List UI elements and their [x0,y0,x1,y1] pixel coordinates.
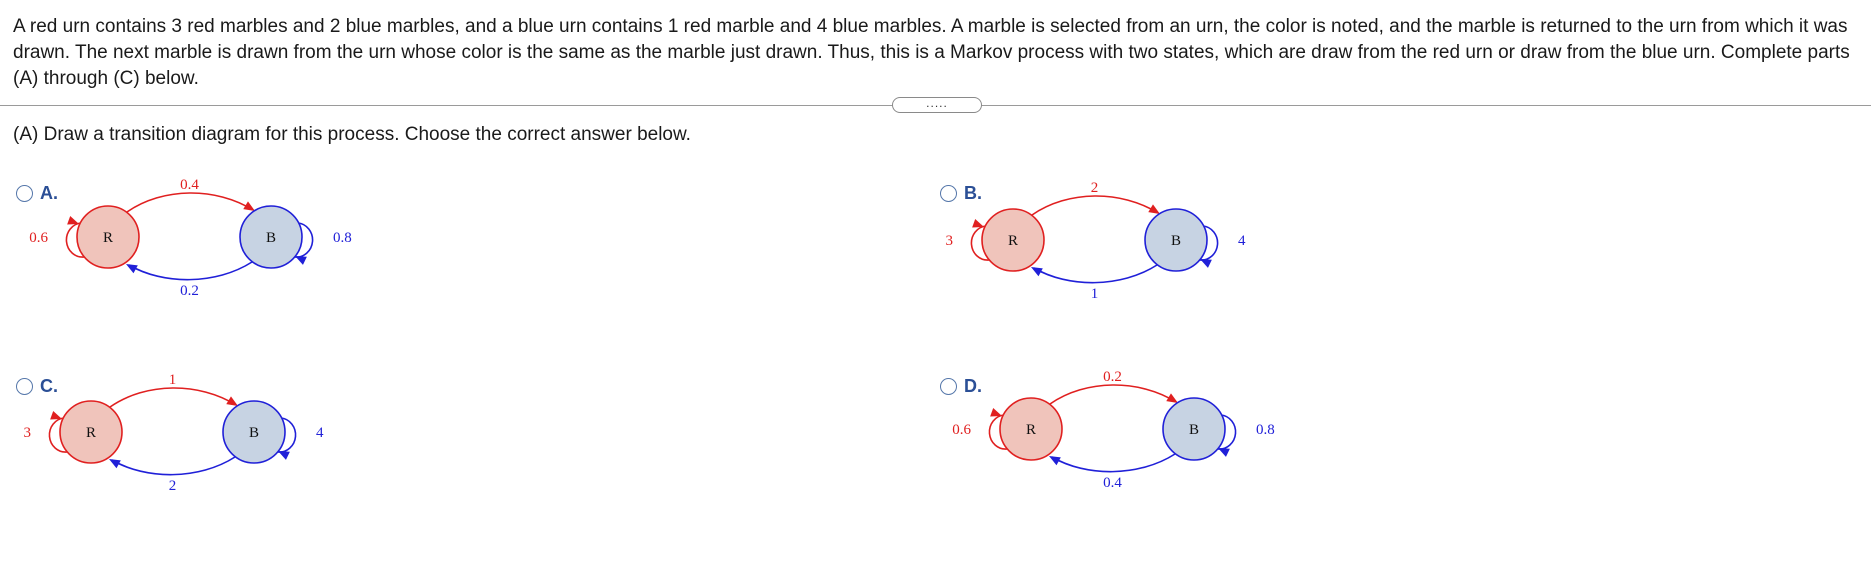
self-loop-r-label: 0.6 [29,230,48,246]
self-loop-b [294,222,314,258]
edge-b-to-r-arrow [126,264,138,274]
edge-r-to-b [1031,195,1159,216]
self-loop-r [65,222,85,258]
self-loop-r-label: 3 [946,233,954,249]
option-c[interactable]: C. [16,376,58,397]
self-loop-b-label: 0.8 [1256,422,1275,438]
node-r-label: R [1008,233,1018,249]
option-d-label: D. [964,376,982,396]
edge-b-to-r [1051,453,1176,473]
self-loop-r-arrow [990,408,1002,417]
edge-r-to-b-label: 0.4 [180,177,199,193]
self-loop-r [48,417,68,453]
node-b-label: B [249,425,259,441]
node-r [76,205,140,269]
self-loop-b-arrow [278,451,290,460]
self-loop-r-arrow [67,216,79,225]
self-loop-b-arrow [1218,448,1230,457]
option-d-diagram: 0.6 0.2 0.4 0.8 R B [952,369,1275,491]
option-a-radio[interactable] [16,185,33,202]
self-loop-r [988,414,1008,450]
node-b [1144,208,1208,272]
edge-b-to-r-label: 0.2 [180,283,199,299]
option-a-diagram: 0.6 0.4 0.2 0.8 R B [29,177,352,299]
self-loop-b-label: 0.8 [333,230,352,246]
self-loop-r-label: 0.6 [952,422,971,438]
edge-b-to-r-arrow [1049,456,1061,466]
node-r-label: R [103,230,113,246]
part-a-prompt: (A) Draw a transition diagram for this p… [13,124,691,145]
node-r [59,400,123,464]
node-r [981,208,1045,272]
self-loop-b-label: 4 [316,425,324,441]
node-b-label: B [1189,422,1199,438]
edge-r-to-b [126,192,254,213]
self-loop-r-label: 3 [24,425,32,441]
edge-b-to-r-arrow [109,459,121,469]
node-b [1162,397,1226,461]
self-loop-b [277,417,297,453]
edge-b-to-r-arrow [1031,267,1043,277]
edge-r-to-b-label: 0.2 [1103,369,1122,385]
edge-b-to-r [1033,264,1158,284]
option-d-radio[interactable] [940,378,957,395]
edge-r-to-b-arrow [226,396,238,406]
node-b [222,400,286,464]
option-b-radio[interactable] [940,185,957,202]
node-r [999,397,1063,461]
self-loop-b [1217,414,1237,450]
edge-b-to-r [111,456,236,476]
node-b-label: B [266,230,276,246]
self-loop-b-label: 4 [1238,233,1246,249]
node-r-label: R [86,425,96,441]
problem-statement: A red urn contains 3 red marbles and 2 b… [13,16,1850,89]
option-c-radio[interactable] [16,378,33,395]
self-loop-r-arrow [50,411,62,420]
edge-b-to-r-label: 1 [1091,286,1099,302]
option-c-label: C. [40,376,58,396]
edge-r-to-b-arrow [1148,204,1160,214]
node-b [239,205,303,269]
edge-b-to-r-label: 2 [169,478,177,494]
edge-r-to-b [109,387,237,408]
node-b-label: B [1171,233,1181,249]
node-r-label: R [1026,422,1036,438]
self-loop-b [1199,225,1219,261]
edge-r-to-b [1049,384,1177,405]
option-c-diagram: 3 1 2 4 R B [24,372,325,494]
option-b[interactable]: B. [940,183,982,204]
edge-r-to-b-arrow [243,201,255,211]
edge-r-to-b-label: 2 [1091,180,1099,196]
self-loop-r-arrow [972,219,984,228]
self-loop-b-arrow [295,256,307,265]
option-a-label: A. [40,183,58,203]
option-d[interactable]: D. [940,376,982,397]
self-loop-r [970,225,990,261]
edge-r-to-b-arrow [1166,393,1178,403]
expand-button[interactable]: ..... [892,97,982,113]
option-b-label: B. [964,183,982,203]
option-b-diagram: 3 2 1 4 R B [946,180,1247,302]
edge-b-to-r-label: 0.4 [1103,475,1122,491]
self-loop-b-arrow [1200,259,1212,268]
edge-r-to-b-label: 1 [169,372,177,388]
edge-b-to-r [128,261,253,281]
option-a[interactable]: A. [16,183,58,204]
